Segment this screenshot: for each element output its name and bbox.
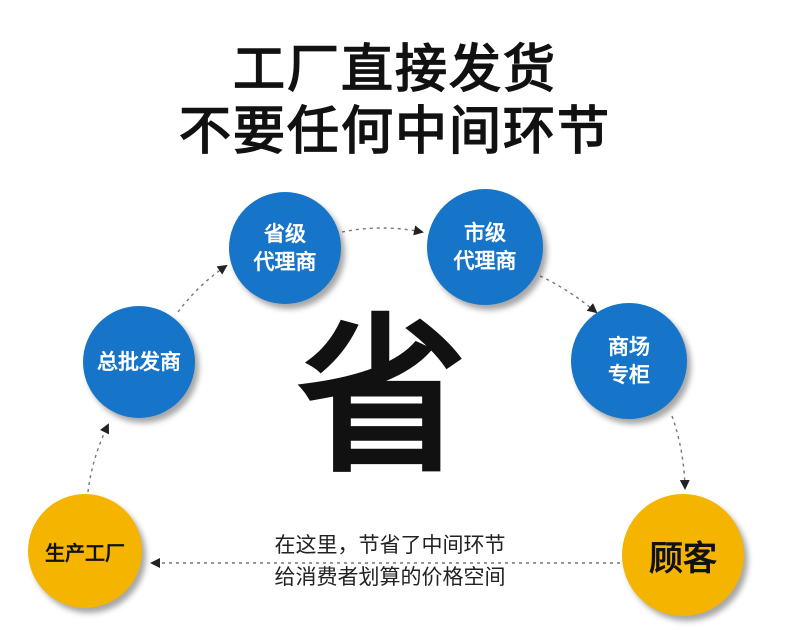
headline-line-2: 不要任何中间环节 (178, 102, 611, 162)
arrow-mall-to-customer (671, 415, 690, 490)
node-province-label-1: 省级 (264, 222, 306, 246)
arrow-wholesale-to-province (177, 264, 228, 313)
node-factory: 生产工厂 (28, 494, 142, 608)
node-mall-label-1: 商场 (608, 335, 650, 359)
caption-line-1: 在这里，节省了中间环节 (274, 533, 506, 557)
arrow-factory-to-wholesale (87, 423, 110, 493)
node-city-agent: 市级 代理商 (427, 189, 543, 305)
node-city-label-1: 市级 (464, 221, 506, 245)
node-customer-label: 顾客 (649, 538, 717, 579)
node-customer: 顾客 (622, 494, 744, 616)
center-save-character: 省 (296, 299, 467, 497)
node-mall-counter: 商场 专柜 (571, 303, 687, 419)
node-wholesaler: 总批发商 (83, 306, 195, 418)
arrow-city-to-mall (539, 275, 598, 314)
node-wholesaler-label: 总批发商 (97, 350, 181, 374)
node-province-label-2: 代理商 (253, 250, 317, 274)
arrow-province-to-city (341, 225, 424, 236)
headline-line-1: 工厂直接发货 (232, 40, 557, 100)
node-factory-label: 生产工厂 (45, 540, 125, 565)
node-city-label-2: 代理商 (453, 249, 517, 273)
node-mall-label-2: 专柜 (608, 363, 650, 387)
node-province-agent: 省级 代理商 (229, 192, 341, 304)
caption-line-2: 给消费者划算的价格空间 (274, 565, 506, 589)
